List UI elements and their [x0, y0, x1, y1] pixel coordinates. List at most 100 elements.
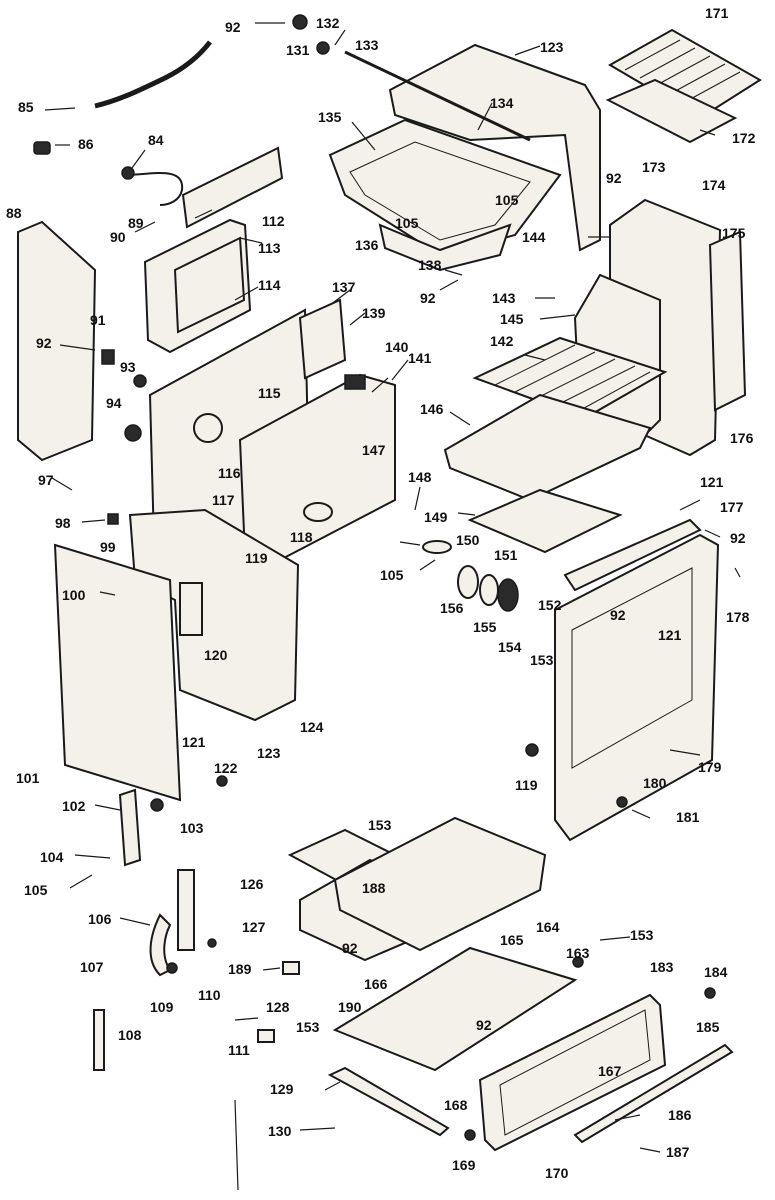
callout-label-128: 128	[266, 999, 290, 1015]
callout-label-142: 142	[490, 333, 514, 349]
leader-lines	[44, 22, 741, 1191]
part-fastener-98	[107, 513, 119, 525]
callout-label-151: 151	[494, 547, 518, 563]
callout-label-140: 140	[385, 339, 409, 355]
part-top-cover-123	[388, 43, 601, 252]
callout-label-92g: 92	[342, 940, 358, 956]
callout-label-154: 154	[498, 639, 522, 655]
callout-label-156: 156	[440, 600, 464, 616]
part-knob-94	[124, 424, 142, 442]
callout-label-124: 124	[300, 719, 324, 735]
part-hole-116	[193, 413, 223, 443]
callout-label-112: 112	[262, 213, 285, 229]
callout-label-149: 149	[424, 509, 448, 525]
part-hinge-106	[149, 913, 172, 977]
callout-label-167: 167	[598, 1063, 622, 1079]
part-knob-93	[133, 374, 147, 388]
part-ring-154	[497, 578, 519, 612]
part-screw-109	[166, 962, 178, 974]
callout-label-90: 90	[110, 229, 126, 245]
callout-label-168: 168	[444, 1097, 468, 1113]
callout-label-121b: 121	[700, 474, 724, 490]
part-plate-149	[467, 488, 623, 554]
part-screw-122	[216, 775, 228, 787]
callout-label-145: 145	[500, 311, 524, 327]
part-drawer-146	[443, 393, 652, 502]
callout-label-126: 126	[240, 876, 264, 892]
callout-label-114: 114	[258, 277, 281, 293]
part-screw-185	[704, 987, 716, 999]
callout-label-133: 133	[355, 37, 379, 53]
callout-label-120: 120	[204, 647, 228, 663]
callout-label-91: 91	[90, 312, 106, 328]
callout-label-132: 132	[316, 15, 340, 31]
part-ring-155	[479, 574, 499, 606]
part-rod-133	[344, 50, 531, 142]
callout-label-174: 174	[702, 177, 726, 193]
part-plate-164	[332, 946, 578, 1072]
part-wire-connector	[121, 166, 135, 180]
callout-label-123b: 123	[257, 745, 281, 761]
callout-label-153d: 153	[296, 1019, 320, 1035]
callout-label-186: 186	[668, 1107, 692, 1123]
callout-label-153a: 153	[530, 652, 554, 668]
callout-label-122: 122	[214, 760, 238, 776]
part-plug	[33, 141, 51, 155]
callout-label-169: 169	[452, 1157, 476, 1173]
part-nut-131	[316, 41, 330, 55]
callout-label-123a: 123	[540, 39, 564, 55]
callout-label-121c: 121	[658, 627, 682, 643]
callout-label-127: 127	[242, 919, 266, 935]
callout-label-183: 183	[650, 959, 674, 975]
callout-label-92f: 92	[610, 607, 626, 623]
callout-label-89: 89	[128, 215, 144, 231]
part-cutout-118	[303, 502, 333, 522]
callout-label-111: 111	[228, 1042, 250, 1058]
callout-label-170: 170	[545, 1165, 569, 1181]
part-screw-168	[464, 1129, 476, 1141]
callout-label-105d: 105	[24, 882, 48, 898]
callout-label-155: 155	[473, 619, 497, 635]
callout-label-146: 146	[420, 401, 444, 417]
callout-label-179: 179	[698, 759, 722, 775]
callout-label-86: 86	[78, 136, 94, 152]
callout-label-164: 164	[536, 919, 560, 935]
callout-label-144: 144	[522, 229, 546, 245]
part-clip-189	[282, 961, 300, 975]
callout-label-102: 102	[62, 798, 86, 814]
part-panel-137	[298, 298, 347, 380]
part-oven-door-window	[571, 567, 693, 769]
callout-label-130: 130	[268, 1123, 292, 1139]
part-drawer-front-inner	[499, 1009, 651, 1136]
callout-label-147: 147	[362, 442, 386, 458]
callout-label-105b: 105	[495, 192, 519, 208]
part-strip-177	[563, 518, 702, 592]
callout-label-92b: 92	[225, 19, 241, 35]
callout-label-153c: 153	[630, 927, 654, 943]
callout-label-117: 117	[212, 492, 235, 508]
callout-label-105a: 105	[395, 215, 419, 231]
part-screw-180	[616, 796, 628, 808]
callout-label-94: 94	[106, 395, 122, 411]
callout-label-92a: 92	[36, 335, 52, 351]
part-panel-175	[708, 230, 747, 412]
callout-label-136: 136	[355, 237, 379, 253]
part-nut-132	[292, 14, 308, 30]
part-pan-172	[605, 78, 738, 144]
callout-label-92c: 92	[420, 290, 436, 306]
callout-label-172: 172	[732, 130, 756, 146]
part-side-panel-88	[17, 220, 97, 462]
part-screw-119b	[525, 743, 539, 757]
callout-label-150: 150	[456, 532, 480, 548]
part-ring-156	[457, 565, 479, 599]
callout-label-92e: 92	[730, 530, 746, 546]
callout-label-176: 176	[730, 430, 754, 446]
callout-label-103: 103	[180, 820, 204, 836]
callout-label-152: 152	[538, 597, 562, 613]
callout-label-131: 131	[286, 42, 310, 58]
part-screw-163	[572, 956, 584, 968]
callout-label-101: 101	[16, 770, 40, 786]
